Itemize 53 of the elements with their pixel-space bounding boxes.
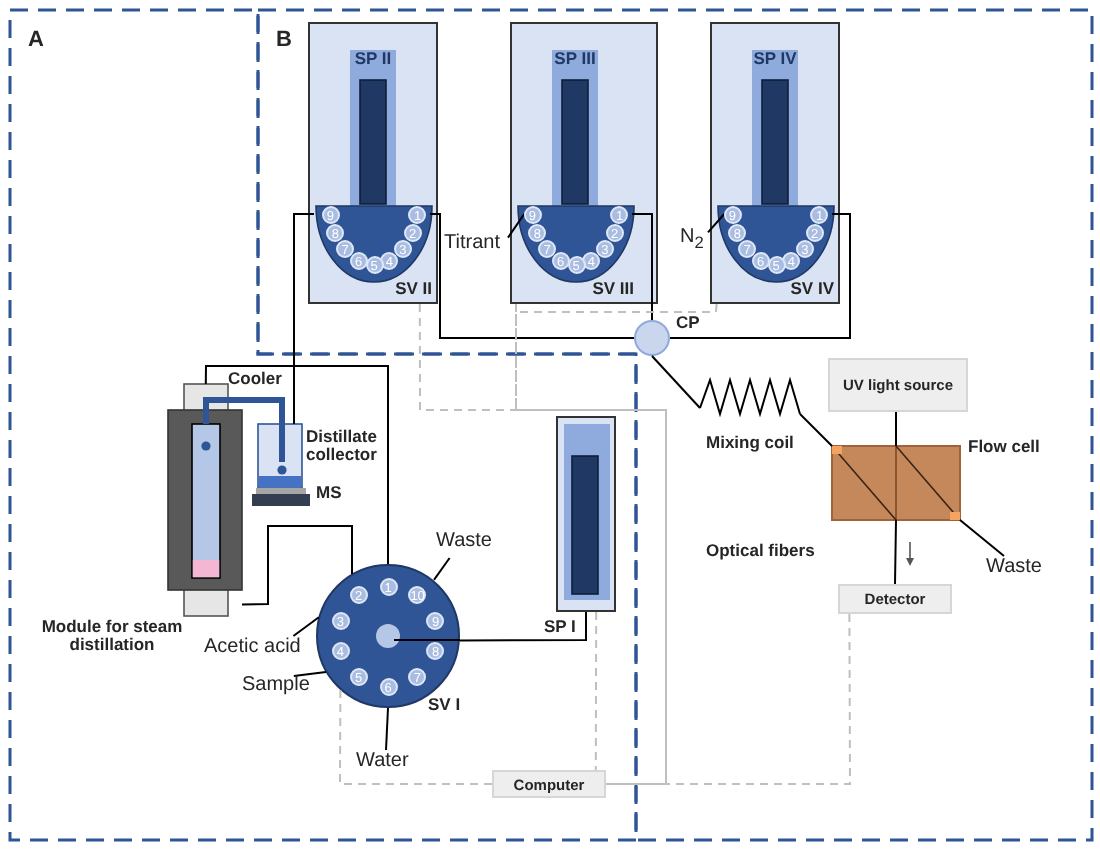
- component-label: Cooler: [228, 370, 282, 389]
- signal-line: [594, 611, 598, 771]
- valve-label: SV III: [590, 280, 634, 299]
- pump-label: SP III: [554, 50, 596, 69]
- component-label: Flow cell: [968, 438, 1040, 457]
- valve-label: SV I: [428, 696, 461, 715]
- tubing-line: [204, 365, 389, 565]
- tubing-line: [241, 525, 353, 606]
- tubing-line: [894, 519, 897, 585]
- inlet-label: Titrant: [444, 232, 500, 254]
- component-label: Distillate collector: [306, 428, 379, 466]
- outlet-label: Waste: [986, 556, 1042, 578]
- tubing-line: [385, 707, 389, 751]
- tubing-line: [799, 413, 833, 447]
- signal-line: [515, 303, 667, 785]
- pump-panel: [710, 22, 840, 304]
- pump-label: SP I: [544, 618, 576, 637]
- region-label: B: [276, 28, 292, 53]
- tubing-line: [292, 616, 320, 637]
- component-label: Optical fibers: [706, 542, 815, 561]
- tubing-line: [459, 611, 587, 642]
- tubing-line: [292, 671, 327, 677]
- inlet-label: Acetic acid: [204, 636, 301, 658]
- region-label: A: [28, 28, 44, 53]
- pump-panel: [308, 22, 438, 304]
- pump-label: SP II: [354, 50, 392, 69]
- tubing-line: [707, 213, 726, 234]
- inlet-label: Sample: [242, 674, 310, 696]
- outlet-label: Waste: [436, 530, 492, 552]
- component-label: Mixing coil: [706, 434, 794, 453]
- junction-label: CP: [676, 314, 700, 333]
- tubing-line: [895, 411, 897, 447]
- signal-line: [605, 613, 851, 785]
- tubing-line: [507, 213, 526, 239]
- tubing-line: [651, 355, 701, 409]
- pump-panel: [510, 22, 658, 304]
- tubing-line: [669, 213, 851, 339]
- tubing-line: [433, 557, 451, 581]
- pump-label: SP IV: [753, 50, 797, 69]
- signal-line: [339, 689, 493, 785]
- inlet-label: N$_{2}$: [680, 226, 704, 253]
- tubing-line: [293, 213, 315, 425]
- valve-label: SV IV: [788, 280, 834, 299]
- cooler-tube: [242, 397, 285, 424]
- signal-line: [515, 303, 718, 785]
- component-label: Module for steam distillation: [39, 618, 185, 656]
- tubing-line: [429, 213, 635, 339]
- tubing-line: [959, 519, 1005, 557]
- valve-label: SV II: [393, 280, 432, 299]
- component-label: MS: [316, 484, 342, 503]
- inlet-label: Water: [356, 750, 409, 772]
- signal-line: [418, 303, 667, 785]
- tubing-line: [631, 213, 653, 321]
